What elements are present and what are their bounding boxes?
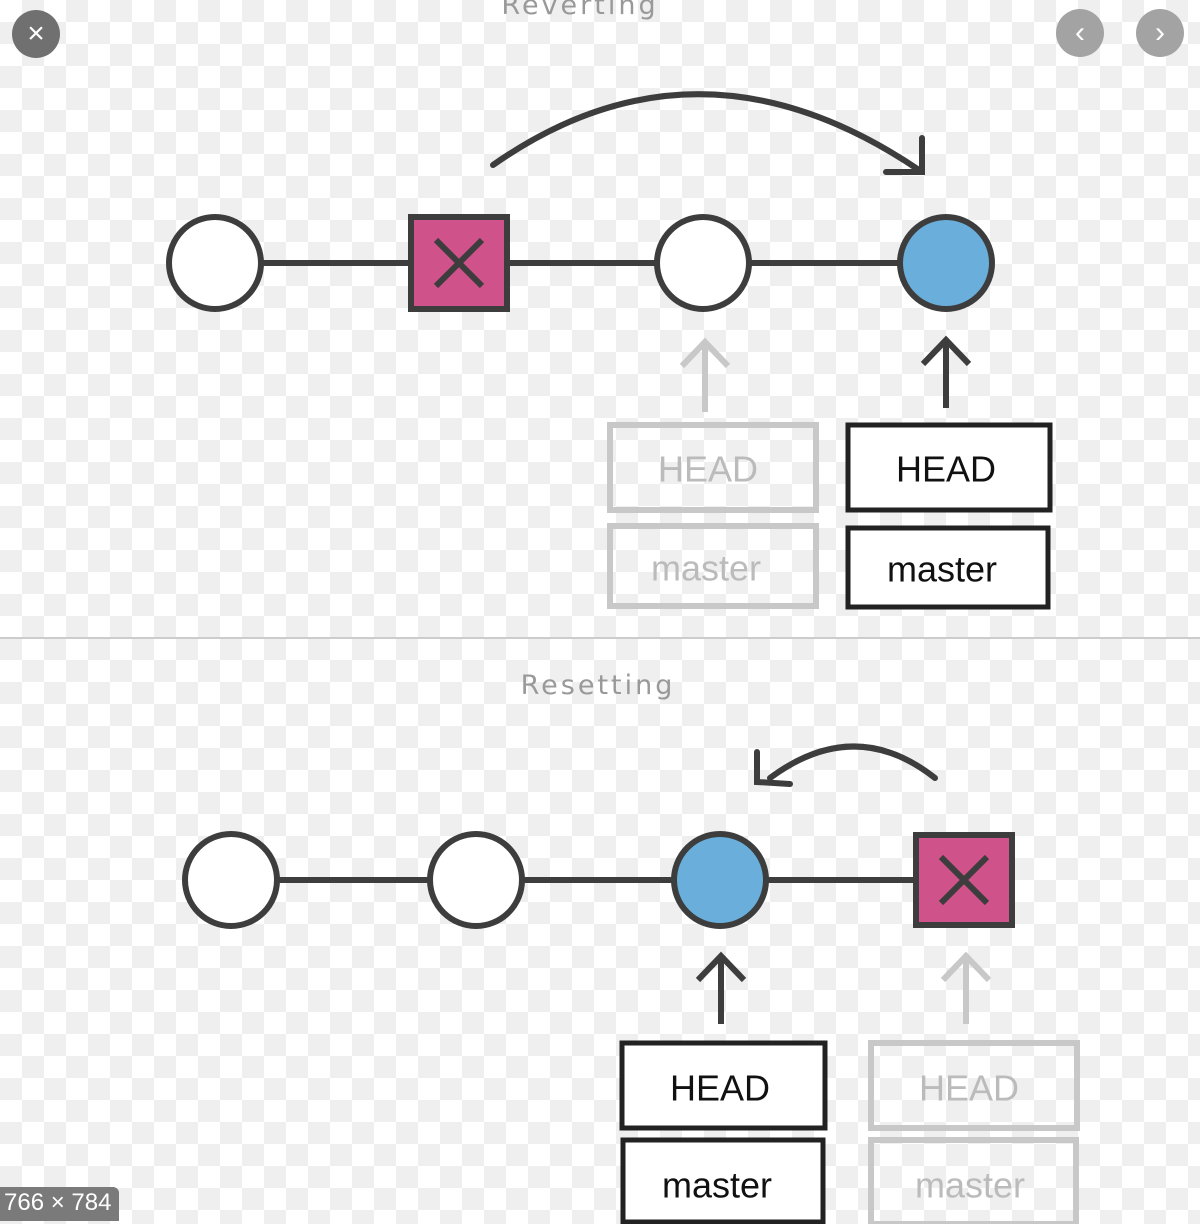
previous-button[interactable]: ‹ (1056, 9, 1104, 57)
old-master-label: master (651, 548, 761, 589)
reverting-title: Reverting (501, 0, 658, 21)
master-box (620, 1137, 826, 1224)
head-label: HEAD (670, 1068, 770, 1109)
next-button[interactable]: › (1136, 9, 1184, 57)
master-label: master (662, 1165, 772, 1206)
head-box (619, 1040, 828, 1131)
arrowhead (754, 749, 793, 787)
head-arrow (920, 335, 972, 408)
old-head-arrow (940, 951, 992, 1024)
commit-node (182, 831, 280, 929)
commit-node (654, 214, 752, 312)
old-head-arrow (679, 337, 731, 412)
old-head-box (868, 1040, 1080, 1131)
head-label: HEAD (896, 449, 996, 490)
arrowhead (883, 135, 925, 175)
commit-node (166, 214, 264, 312)
reset-arc-arrow (767, 743, 938, 781)
commit-node (427, 831, 525, 929)
close-button[interactable]: × (12, 10, 60, 58)
old-head-label: HEAD (658, 449, 758, 490)
head-commit-node (671, 831, 769, 929)
reverted-commit (408, 214, 510, 312)
head-box (845, 422, 1053, 513)
old-master-label: master (915, 1165, 1025, 1206)
old-master-box (868, 1137, 1079, 1224)
revert-arc-arrow (490, 91, 925, 175)
chevron-left-icon: ‹ (1075, 16, 1085, 49)
image-size-badge: 766 × 784 (0, 1187, 120, 1221)
old-head-box (607, 422, 819, 513)
close-icon: × (27, 17, 45, 50)
head-commit-node (897, 214, 995, 312)
old-head-label: HEAD (919, 1068, 1019, 1109)
old-master-box (607, 523, 819, 609)
master-label: master (887, 549, 997, 590)
chevron-right-icon: › (1155, 16, 1165, 49)
master-box (845, 525, 1051, 610)
resetting-title: Resetting (521, 670, 676, 701)
head-arrow (695, 951, 747, 1024)
x-icon (938, 854, 990, 906)
x-icon (433, 237, 485, 289)
